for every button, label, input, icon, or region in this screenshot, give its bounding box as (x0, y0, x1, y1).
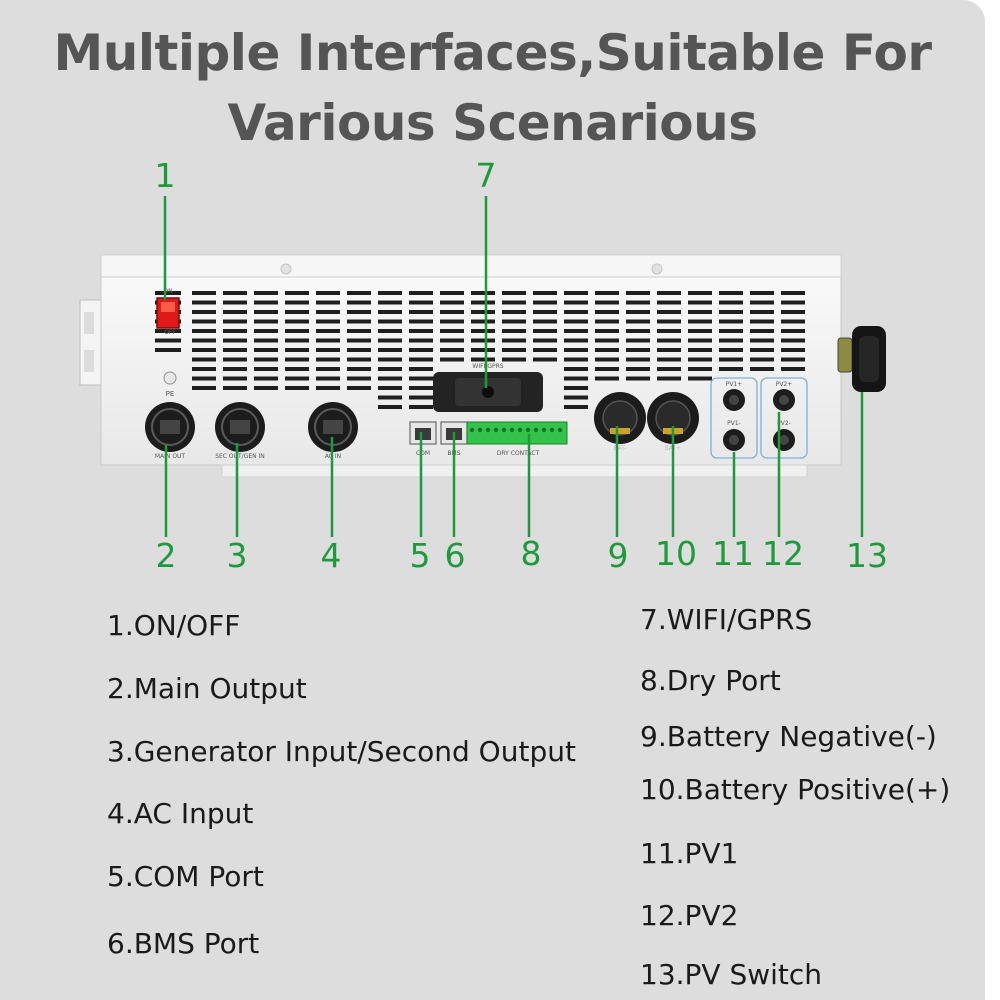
pv2-pos-label: PV2+ (776, 381, 793, 388)
pe-label: PE (166, 390, 175, 398)
on-off-switch[interactable] (156, 297, 180, 329)
mounting-bracket (79, 299, 103, 386)
pe-ground-screw (163, 371, 177, 385)
pv2-negative-connector[interactable] (773, 429, 795, 451)
bat-neg-label: BAT- (613, 445, 626, 452)
gen-input-port[interactable] (215, 402, 265, 452)
switch-on-label: ON (163, 288, 172, 295)
wifi-gprs-port[interactable] (433, 372, 543, 412)
callout-2: 2 (155, 536, 177, 575)
callout-13: 13 (846, 536, 888, 575)
pv1-negative-connector[interactable] (723, 429, 745, 451)
legend-item-9: 9.Battery Negative(-) (640, 720, 937, 753)
legend-item-13: 13.PV Switch (640, 958, 823, 991)
battery-negative-port[interactable] (594, 392, 646, 444)
callout-9: 9 (607, 536, 629, 575)
legend-item-5: 5.COM Port (107, 860, 264, 893)
callout-10: 10 (655, 534, 697, 573)
callout-leaders (163, 196, 864, 537)
callout-3: 3 (226, 536, 248, 575)
pv2-group-frame (760, 377, 808, 459)
legend-item-8: 8.Dry Port (640, 664, 781, 697)
pv1-label: PV1- (727, 420, 741, 427)
callout-7: 7 (475, 156, 497, 195)
legend-item-11: 11.PV1 (640, 837, 739, 870)
legend-item-4: 4.AC Input (107, 797, 254, 830)
main-out-label: MAIN OUT (155, 453, 186, 460)
pv1-pos-label: PV1+ (726, 381, 743, 388)
callout-8: 8 (520, 534, 542, 573)
pv2-label: PV2- (777, 420, 791, 427)
callout-1: 1 (154, 156, 176, 195)
callout-5: 5 (409, 536, 431, 575)
com-port[interactable] (409, 421, 437, 445)
title-line-2: Various Scenarious (227, 94, 758, 152)
ac-input-port[interactable] (308, 402, 358, 452)
pv2-positive-connector[interactable] (773, 389, 795, 411)
title-line-1: Multiple Interfaces,Suitable For (53, 24, 932, 82)
wifi-label: WIFI/GPRS (472, 363, 503, 370)
dry-contact-port[interactable] (466, 421, 568, 445)
callout-12: 12 (762, 534, 804, 573)
legend-item-2: 2.Main Output (107, 672, 307, 705)
dry-contact-label: DRY CONTACT (497, 450, 540, 457)
ventilation-grille (155, 291, 805, 409)
switch-off-label: OFF (164, 329, 176, 336)
legend-item-1: 1.ON/OFF (107, 609, 241, 642)
callout-6: 6 (444, 536, 466, 575)
com-label: COM (416, 450, 430, 457)
main-output-port[interactable] (145, 402, 195, 452)
page-title: Multiple Interfaces,Suitable For Various… (0, 18, 985, 158)
sec-out-label: SEC OUT/GEN IN (215, 453, 265, 460)
callout-4: 4 (320, 536, 342, 575)
legend-item-7: 7.WIFI/GPRS (640, 603, 813, 636)
callout-11: 11 (712, 534, 754, 573)
legend-item-10: 10.Battery Positive(+) (640, 773, 951, 806)
legend-item-12: 12.PV2 (640, 899, 739, 932)
pv-switch[interactable] (837, 326, 886, 392)
pv1-positive-connector[interactable] (723, 389, 745, 411)
legend-item-3: 3.Generator Input/Second Output (107, 735, 576, 768)
legend-item-6: 6.BMS Port (107, 927, 260, 960)
